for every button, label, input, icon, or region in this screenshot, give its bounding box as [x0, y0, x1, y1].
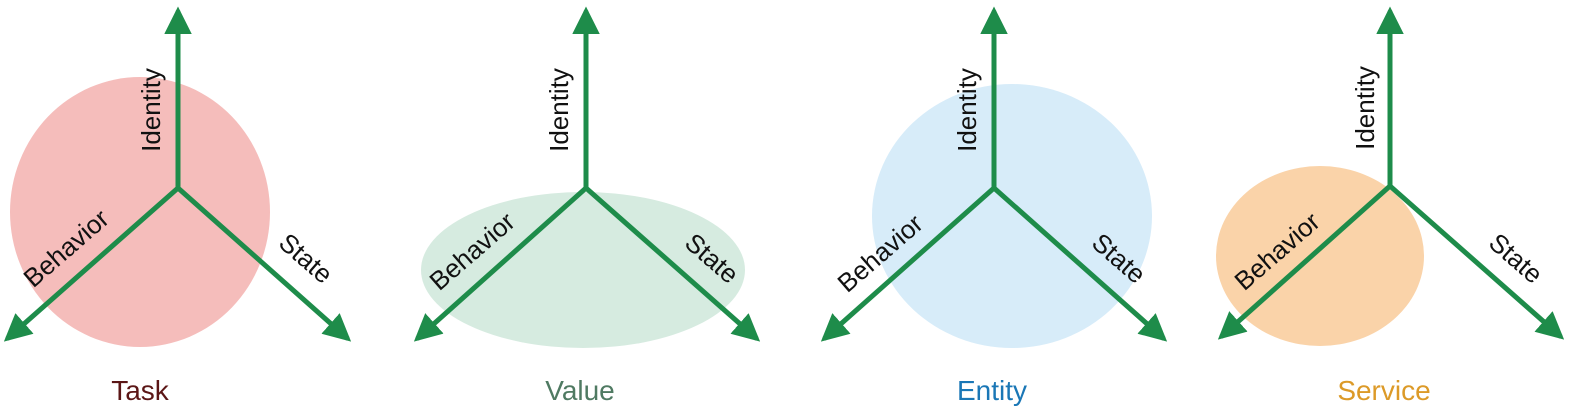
behavior-axis-arrow — [3, 185, 181, 342]
identity-axis-label: Identity — [136, 68, 166, 152]
state-axis-arrow — [991, 185, 1168, 342]
panel-task: Identity Behavior State Task — [3, 6, 352, 406]
service-blob — [1216, 166, 1424, 346]
value-blob — [421, 192, 745, 348]
panel-value: Identity Behavior State Value — [413, 6, 761, 406]
identity-axis-label: Identity — [544, 68, 574, 152]
behavior-axis-arrow — [820, 185, 997, 342]
panel-title: Task — [111, 375, 170, 406]
panel-service: Identity Behavior State Service — [1216, 6, 1565, 406]
panel-title: Entity — [957, 375, 1027, 406]
identity-axis-label: Identity — [952, 68, 982, 152]
state-axis-arrow — [583, 185, 761, 342]
state-axis-arrow — [1387, 183, 1565, 340]
state-axis-arrow — [175, 185, 352, 342]
panel-title: Service — [1337, 375, 1430, 406]
behavior-axis-arrow — [413, 185, 589, 342]
behavior-axis-arrow — [1217, 183, 1393, 340]
entity-blob — [872, 84, 1152, 348]
identity-axis-label: Identity — [1350, 66, 1380, 150]
panel-entity: Identity Behavior State Entity — [820, 6, 1168, 406]
panel-title: Value — [545, 375, 615, 406]
